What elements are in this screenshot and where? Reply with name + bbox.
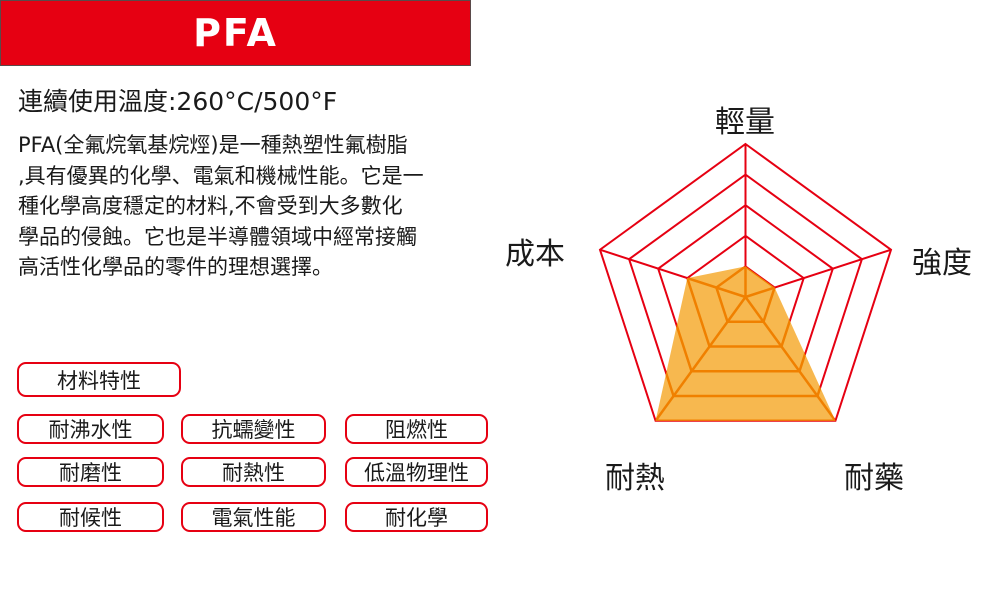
property-tag: 抗蠕變性 (181, 414, 326, 444)
axis-label-heat-resistance: 耐熱 (605, 461, 665, 496)
description-line: 學品的侵蝕。它也是半導體領域中經常接觸 (18, 224, 417, 249)
continuous-use-temperature: 連續使用溫度:260°C/500°F (18, 87, 338, 116)
material-description: PFA(全氟烷氧基烷烴)是一種熱塑性氟樹脂 ,具有優異的化學、電氣和機械性能。它… (18, 130, 478, 283)
axis-label-strength: 強度 (912, 246, 972, 281)
inner-grid-spoke (744, 296, 836, 421)
inner-grid-ring (655, 266, 836, 398)
page-title: PFA (193, 11, 278, 55)
radar-data-polygon (655, 266, 836, 421)
property-tag: 耐化學 (345, 502, 488, 532)
axis-label-light-weight: 輕量 (715, 105, 775, 140)
data-area (655, 266, 836, 421)
property-tag: 電氣性能 (181, 502, 326, 532)
inner-grid-spoke (655, 296, 747, 421)
description-line: 種化學高度穩定的材料,不會受到大多數化 (18, 194, 403, 218)
property-tag: 耐磨性 (17, 457, 164, 487)
title-banner: PFA (0, 0, 471, 66)
property-tag: 耐候性 (17, 502, 164, 532)
description-line: ,具有優異的化學、電氣和機械性能。它是一 (18, 163, 424, 188)
inner-grid-ring (714, 266, 777, 324)
description-line: PFA(全氟烷氧基烷烴)是一種熱塑性氟樹脂 (18, 133, 408, 157)
property-tag: 低溫物理性 (345, 457, 488, 487)
description-line: 高活性化學品的零件的理想選擇。 (18, 255, 333, 279)
axis-label-cost: 成本 (505, 237, 565, 272)
property-tag: 阻燃性 (345, 414, 488, 444)
property-tag: 耐沸水性 (17, 414, 164, 444)
axis-label-chemical-resistance: 耐藥 (844, 461, 904, 496)
property-tag: 耐熱性 (181, 457, 326, 487)
properties-heading: 材料特性 (17, 362, 181, 397)
inner-grid-ring (656, 266, 835, 373)
